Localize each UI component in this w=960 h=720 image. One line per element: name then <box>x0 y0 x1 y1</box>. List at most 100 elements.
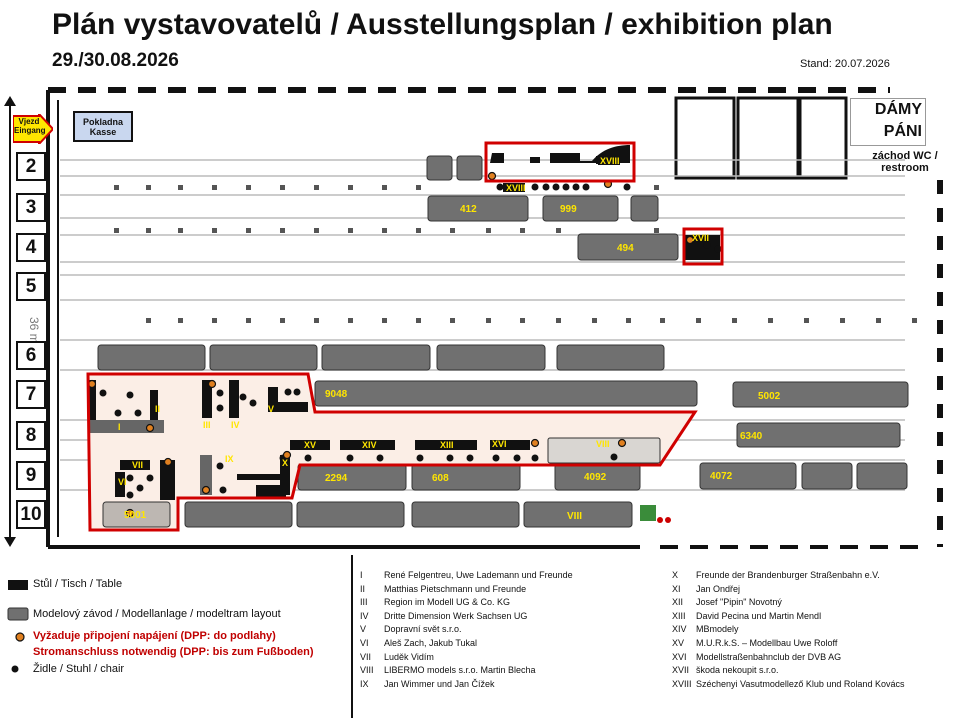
layout-5002 <box>732 381 909 408</box>
tag-vi: VI <box>118 477 127 487</box>
legend-chair: Židle / Stuhl / chair <box>33 663 125 675</box>
modeltram-layouts <box>97 155 909 528</box>
layout-999 <box>542 195 619 222</box>
cashier-box: Pokladna Kasse <box>73 111 133 142</box>
tag-xiv: XIV <box>362 440 377 450</box>
layout-5001 <box>102 501 171 528</box>
layout-494 <box>577 233 679 261</box>
entrance-label: Vjezd Eingang <box>14 117 46 135</box>
legend-table: Stůl / Tisch / Table <box>33 578 123 590</box>
club-logo <box>640 505 671 523</box>
layout-numbers: 412 999 494 9048 5002 6340 2294 608 4092… <box>124 204 781 522</box>
layout-label-6340: 6340 <box>740 431 763 442</box>
red-outlines <box>86 141 724 532</box>
legend-power-line1: Vyžaduje připojení napájení (DPP: do pod… <box>33 630 276 642</box>
tag-xvii: XVII <box>692 233 709 243</box>
layout-row2-a <box>426 155 453 181</box>
row-label-5: 5 <box>16 272 46 301</box>
svg-text:XVIII: XVIII <box>506 183 526 193</box>
chairs <box>99 183 722 499</box>
tables <box>88 145 720 500</box>
tag-xv: XV <box>304 440 316 450</box>
tag-ii: II <box>155 404 160 414</box>
layout-label-4092: 4092 <box>584 472 607 483</box>
layout-label-4072: 4072 <box>710 471 733 482</box>
tag-xviii-b: XVIII <box>598 156 620 166</box>
layout-label-999: 999 <box>560 204 577 215</box>
row-label-9: 9 <box>16 461 46 490</box>
tag-xvi: XVI <box>492 439 507 449</box>
legend-table-swatch <box>8 580 28 590</box>
layout-4072 <box>699 462 797 490</box>
layout-label-2294: 2294 <box>325 473 348 484</box>
restroom-label: záchod WC / restroom <box>872 150 938 174</box>
row-label-2: 2 <box>16 152 46 181</box>
layout-2294 <box>297 463 407 491</box>
tag-i: I <box>118 422 121 432</box>
page-title: Plán vystavovatelů / Ausstellungsplan / … <box>52 8 833 41</box>
layout-row10-b <box>184 501 293 528</box>
layout-row6-a <box>97 344 206 371</box>
layout-label-viii: VIII <box>567 511 582 522</box>
dimension-arrow <box>4 96 16 547</box>
row-label-6: 6 <box>16 341 46 370</box>
layout-row6-b <box>209 344 318 371</box>
tag-xviii-a: XVIII <box>503 183 526 193</box>
layout-label-5001: 5001 <box>124 510 147 521</box>
tag-vii: VII <box>132 460 143 470</box>
tag-ix: IX <box>225 454 234 464</box>
revision-date: Stand: 20.07.2026 <box>800 58 890 70</box>
tag-iii: III <box>203 420 211 430</box>
table-row2-tram <box>490 145 630 163</box>
layout-9048 <box>314 380 698 407</box>
exhibitor-tags: XVIII XVIII XVII I II III IV V VI VII VI… <box>118 156 709 487</box>
layout-608 <box>411 463 521 491</box>
row-label-7: 7 <box>16 380 46 409</box>
entrance-arrow <box>13 114 53 144</box>
layout-row9-g <box>856 462 908 490</box>
layout-row2-b <box>456 155 483 181</box>
layout-viii <box>523 501 633 528</box>
layout-row6-e <box>556 344 665 371</box>
layout-label-608: 608 <box>432 473 449 484</box>
row-side-text: 36 m <box>27 317 41 344</box>
layout-row6-c <box>321 344 431 371</box>
hall-walls <box>46 87 943 549</box>
legend-layout-swatch <box>7 607 29 621</box>
track-markers <box>114 185 917 323</box>
tag-iv: IV <box>231 420 240 430</box>
layout-label-494: 494 <box>617 243 634 254</box>
tag-xiii: XIII <box>440 440 454 450</box>
row-label-4: 4 <box>16 233 46 262</box>
legend-chair-dot <box>11 665 19 673</box>
layout-row8-light <box>547 437 661 464</box>
tag-v: V <box>268 404 274 414</box>
layout-row9-f <box>801 462 853 490</box>
row-label-8: 8 <box>16 421 46 450</box>
layout-row6-d <box>436 344 546 371</box>
restroom-sign: DÁMY PÁNI <box>850 98 926 146</box>
tag-x: X <box>282 458 288 468</box>
row-label-3: 3 <box>16 193 46 222</box>
layout-label-412: 412 <box>460 204 477 215</box>
legend-power-line2: Stromanschluss notwendig (DPP: bis zum F… <box>33 646 314 658</box>
svg-text:XVIII: XVIII <box>600 156 620 166</box>
